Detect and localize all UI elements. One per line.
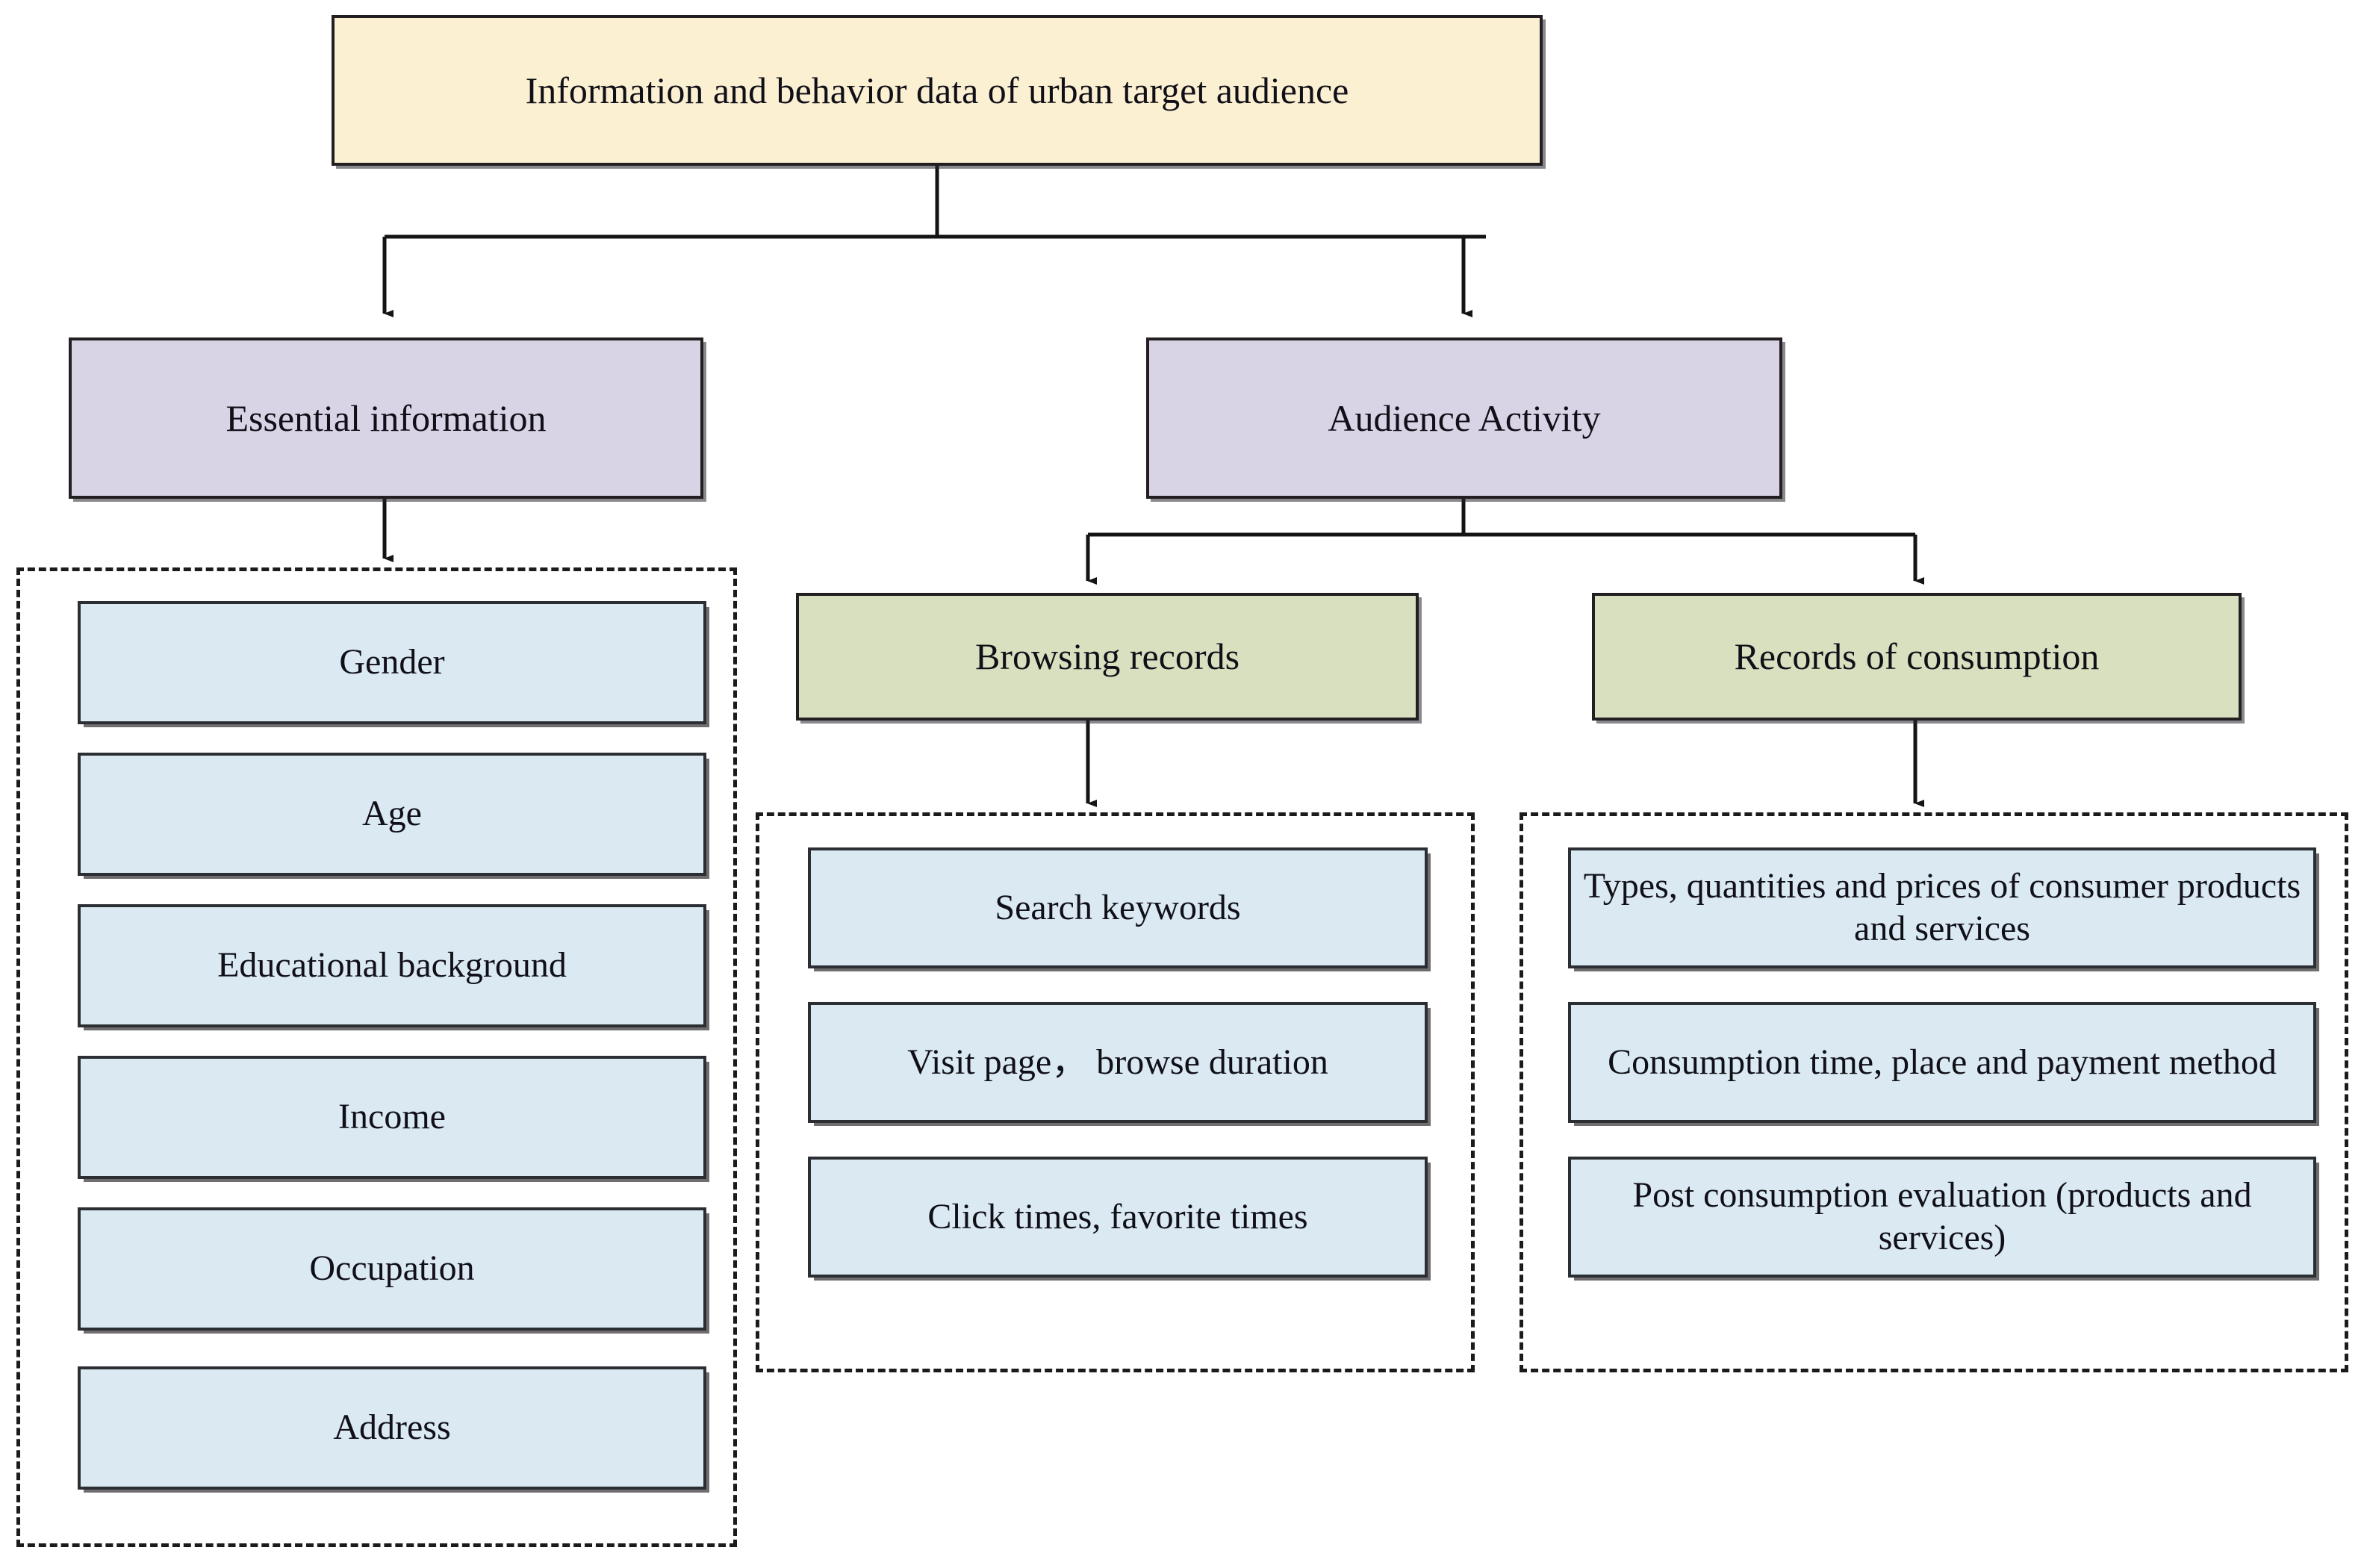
- node-audience-activity[interactable]: Audience Activity: [1146, 337, 1782, 499]
- leaf-address[interactable]: Address: [78, 1366, 706, 1490]
- leaf-income-label: Income: [338, 1097, 446, 1137]
- leaf-age[interactable]: Age: [78, 753, 706, 876]
- leaf-consumption-time-place-payment-label: Consumption time, place and payment meth…: [1608, 1042, 2277, 1082]
- leaf-occupation-label: Occupation: [309, 1248, 475, 1289]
- leaf-types-quantities-prices[interactable]: Types, quantities and prices of consumer…: [1568, 847, 2316, 968]
- leaf-consumption-time-place-payment[interactable]: Consumption time, place and payment meth…: [1568, 1002, 2316, 1123]
- leaf-post-consumption-evaluation[interactable]: Post consumption evaluation (products an…: [1568, 1157, 2316, 1278]
- leaf-gender[interactable]: Gender: [78, 601, 706, 724]
- leaf-types-quantities-prices-label: Types, quantities and prices of consumer…: [1583, 866, 2301, 948]
- node-root-label: Information and behavior data of urban t…: [525, 69, 1349, 111]
- node-records-of-consumption-label: Records of consumption: [1734, 635, 2100, 677]
- node-essential-information-label: Essential information: [225, 396, 547, 439]
- node-audience-activity-label: Audience Activity: [1328, 396, 1601, 439]
- leaf-age-label: Age: [362, 794, 422, 834]
- node-root[interactable]: Information and behavior data of urban t…: [332, 15, 1543, 166]
- node-browsing-records-label: Browsing records: [974, 635, 1240, 677]
- group-essential-information-items: [16, 567, 737, 1547]
- leaf-income[interactable]: Income: [78, 1056, 706, 1179]
- leaf-click-times-favorite-times-label: Click times, favorite times: [927, 1196, 1308, 1236]
- leaf-visit-page-browse-duration-label: Visit page， browse duration: [907, 1042, 1328, 1082]
- leaf-educational-background[interactable]: Educational background: [78, 904, 706, 1027]
- leaf-address-label: Address: [333, 1407, 451, 1448]
- group-browsing-records-items: [756, 812, 1475, 1372]
- node-essential-information[interactable]: Essential information: [69, 337, 703, 499]
- node-browsing-records[interactable]: Browsing records: [796, 593, 1419, 721]
- leaf-visit-page-browse-duration[interactable]: Visit page， browse duration: [808, 1002, 1428, 1123]
- leaf-educational-background-label: Educational background: [217, 945, 567, 986]
- leaf-click-times-favorite-times[interactable]: Click times, favorite times: [808, 1157, 1428, 1278]
- group-records-of-consumption-items: [1520, 812, 2348, 1372]
- leaf-gender-label: Gender: [339, 642, 445, 682]
- node-records-of-consumption[interactable]: Records of consumption: [1592, 593, 2242, 721]
- leaf-search-keywords[interactable]: Search keywords: [808, 847, 1428, 968]
- leaf-post-consumption-evaluation-label: Post consumption evaluation (products an…: [1632, 1175, 2252, 1257]
- leaf-search-keywords-label: Search keywords: [995, 887, 1241, 927]
- leaf-occupation[interactable]: Occupation: [78, 1207, 706, 1331]
